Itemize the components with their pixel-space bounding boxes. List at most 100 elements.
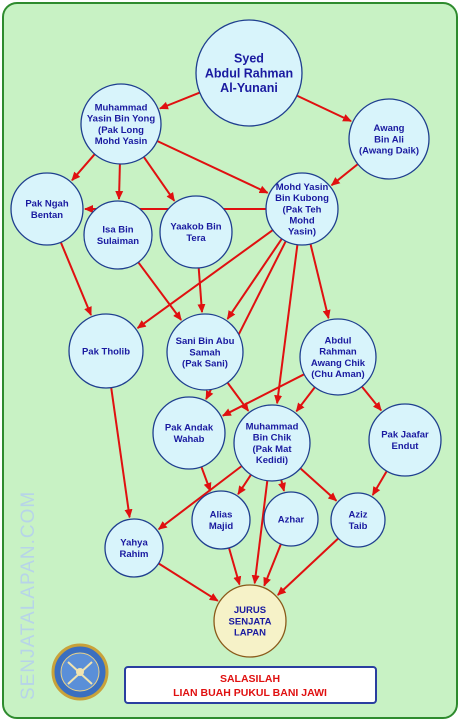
arrow-yasin-yong-to-isa (115, 163, 124, 200)
node-circle (265, 172, 339, 246)
node-label-line: Samah (189, 347, 220, 358)
node-label-line: Yaakob Bin (170, 222, 221, 233)
node-label-line: JURUS (234, 605, 266, 616)
arrow-yasin-yong-to-ngah (71, 153, 96, 182)
node-label-line: Bin Kubong (275, 193, 329, 204)
arrow-yasin-yong-to-yasin-kubong (156, 140, 269, 194)
arrow-yaakob-to-sani (197, 267, 206, 314)
watermark-text: SENJATALAPAN.COM (18, 491, 39, 700)
node-label-line: Yasin) (288, 227, 316, 238)
arrow-chik-to-azhar (278, 479, 286, 492)
node-circle (195, 19, 303, 127)
node-circle (233, 404, 311, 482)
arrow-yasin-kubong-to-tholib (136, 229, 274, 329)
node-label-line: Rahim (119, 549, 148, 560)
arrow-aziz-to-jurus (277, 537, 339, 596)
node-circle (348, 98, 430, 180)
node-label-line: Pak Andak (165, 423, 214, 434)
node-label-line: Muhammad (246, 422, 299, 433)
arrow-syed-to-awang (296, 94, 352, 123)
arrow-tholib-to-yahya (110, 387, 133, 519)
arrow-awang-to-yasin-kubong (330, 163, 359, 186)
title-line-2: LIAN BUAH PUKUL BANI JAWI (173, 687, 327, 699)
node-label-line: (Pak Long (98, 125, 144, 136)
arrow-azhar-to-jurus (263, 543, 282, 587)
node-circle (213, 584, 287, 658)
logo-emblem (51, 643, 109, 701)
node-label-line: Aziz (349, 510, 368, 521)
node-circle (330, 492, 386, 548)
node-label-line: Majid (209, 521, 233, 532)
node-label-line: (Chu Aman) (311, 369, 364, 380)
node-circle (83, 200, 153, 270)
node-circle (368, 403, 442, 477)
arrow-chik-to-jurus (251, 480, 269, 585)
node-label-line: Isa Bin (102, 225, 133, 236)
arrow-yasin-kubong-to-aman (309, 243, 331, 320)
node-label-line: Alias (210, 510, 233, 521)
node-label-line: Azhar (278, 514, 305, 525)
node-label-line: Abdul (325, 336, 352, 347)
arrow-andak-to-alias (200, 466, 212, 492)
node-label-line: (Pak Mat (252, 444, 292, 455)
node-azhar: Azhar (263, 491, 319, 547)
arrow-alias-to-jurus (228, 547, 242, 586)
node-circle (299, 318, 377, 396)
node-label-line: Mohd Yasin (95, 136, 148, 147)
node-label-line: (Pak Teh (283, 204, 322, 215)
node-circle (104, 518, 164, 578)
node-label-line: Bin Ali (374, 134, 404, 145)
arrow-yahya-to-jurus (157, 562, 219, 602)
node-circle (10, 172, 84, 246)
node-label-line: Mohd (289, 216, 315, 227)
arrow-aman-to-jaafar (361, 385, 382, 412)
node-circle (80, 83, 162, 165)
node-label-line: Awang Chik (311, 358, 366, 369)
node-label-line: Pak Ngah (25, 199, 68, 210)
node-label-line: Yasin Bin Yong (87, 114, 155, 125)
node-circle (159, 195, 233, 269)
node-label-line: Taib (349, 521, 368, 532)
node-circle (166, 313, 244, 391)
node-circle (68, 313, 144, 389)
node-label-line: Sulaiman (97, 236, 139, 247)
node-label-line: Pak Tholib (82, 346, 130, 357)
arrow-syed-to-yasin-yong (159, 91, 201, 110)
arrow-chik-to-yahya (157, 465, 243, 530)
node-tholib: Pak Tholib (68, 313, 144, 389)
node-label-line: (Pak Sani) (182, 359, 228, 370)
node-circle (191, 490, 251, 550)
node-label-line: Abdul Rahman (205, 66, 293, 80)
arrow-chik-to-aziz (299, 467, 338, 502)
node-label-line: Kedidi) (256, 455, 288, 466)
node-label-line: LAPAN (234, 628, 266, 639)
node-label-line: Muhammad (95, 103, 148, 114)
node-label-line: Sani Bin Abu (176, 336, 235, 347)
node-label-line: Mohd Yasin (276, 182, 329, 193)
node-circle (263, 491, 319, 547)
node-label-line: Syed (234, 52, 264, 66)
arrow-chik-to-alias (237, 474, 252, 496)
arrow-yasin-kubong-to-sani (226, 238, 283, 320)
arrow-ngah-to-tholib (59, 241, 92, 316)
lineage-arrows (59, 91, 388, 602)
node-label-line: Bin Chik (253, 433, 292, 444)
node-label-line: Awang (374, 123, 405, 134)
